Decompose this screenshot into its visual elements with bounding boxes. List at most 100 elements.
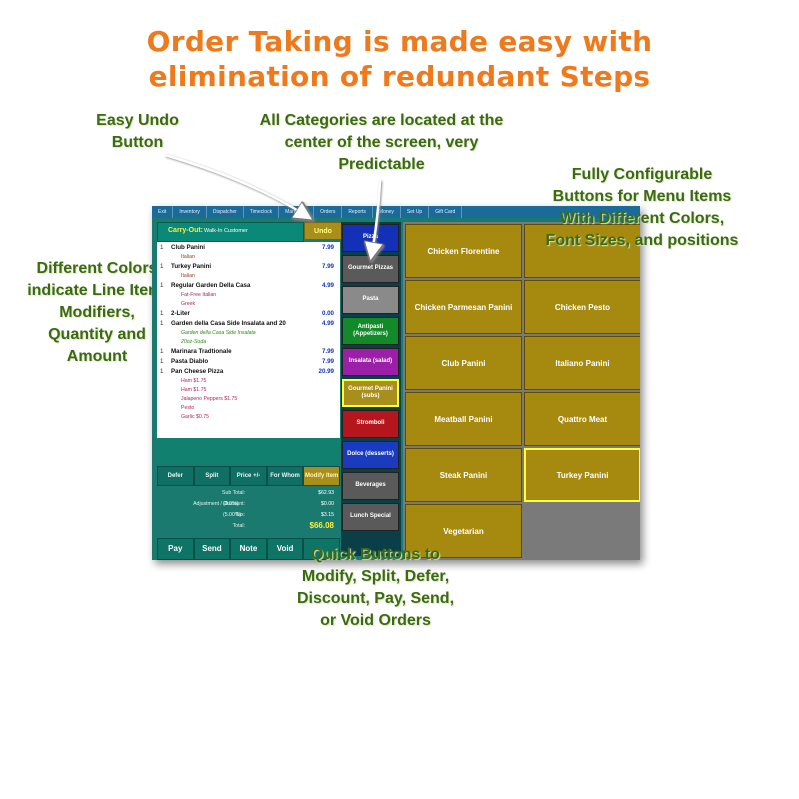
callout-categories-line: Predictable	[338, 156, 425, 173]
category-button-insalata-salad[interactable]: Insalata (salad)	[342, 348, 399, 376]
subtotal-label: Sub Total:	[222, 490, 245, 496]
total-label: Total:	[232, 523, 245, 529]
category-button-dolce-desserts[interactable]: Dolce (desserts)	[342, 441, 399, 469]
action-button-price[interactable]: Price +/-	[230, 466, 267, 486]
modifier-line[interactable]: Garlic $0.75	[181, 414, 209, 420]
menu-item-button[interactable]: Italiano Panini	[524, 336, 640, 390]
menu-item-button[interactable]	[524, 224, 640, 278]
callout-colors-line: Amount	[66, 348, 128, 365]
callout-configurable: Fully Configurable Buttons for Menu Item…	[533, 164, 751, 252]
menu-item-button[interactable]: Vegetarian	[405, 504, 522, 558]
menu-bar-item[interactable]: Timeclock	[244, 206, 280, 218]
line-name: Garden della Casa Side Insalata and 20	[171, 320, 286, 327]
tax-value: $3.15	[321, 512, 334, 518]
action-button-for-whom[interactable]: For Whom	[266, 466, 304, 486]
callout-configurable-line: Buttons for Menu Items	[552, 188, 732, 205]
bottom-bar-blank	[303, 538, 340, 560]
line-amount: 4.99	[321, 282, 334, 289]
callout-colors-line: Different Colors	[36, 260, 158, 277]
modifier-line[interactable]: Italian	[181, 254, 195, 260]
void-button[interactable]: Void	[266, 538, 304, 560]
category-button-pasta[interactable]: Pasta	[342, 286, 399, 314]
menu-bar-item[interactable]: Inventory	[173, 206, 207, 218]
menu-item-button[interactable]: Chicken Parmesan Panini	[405, 280, 522, 334]
modifier-line[interactable]: Italian	[181, 273, 195, 279]
category-button-gourmet-panini-subs[interactable]: Gourmet Panini (subs)	[342, 379, 399, 407]
note-button[interactable]: Note	[230, 538, 267, 560]
categories-arrow	[372, 179, 380, 252]
callout-configurable-line: Fully Configurable	[571, 166, 713, 183]
adjustment-label: Adjustment / Discount:	[193, 501, 245, 507]
category-button-lunch-special[interactable]: Lunch Special	[342, 503, 399, 531]
menu-bar-item[interactable]: Orders	[314, 206, 343, 218]
line-name: Club Panini	[171, 244, 206, 251]
modifier-line[interactable]: 20oz-Soda	[181, 339, 207, 345]
line-amount: 7.99	[321, 244, 334, 251]
modifier-line[interactable]: Ham $1.75	[181, 387, 207, 393]
headline: Order Taking is made easy with eliminati…	[0, 24, 799, 94]
adjustment-value: $0.00	[321, 501, 334, 507]
modifier-line[interactable]: Fat-Free Italian	[181, 292, 217, 298]
adjustment-row: Adjustment / Discount: (0.0%) $0.00	[157, 499, 340, 509]
callout-categories-line: center of the screen, very	[284, 134, 479, 151]
category-button-stromboli[interactable]: Stromboli	[342, 410, 399, 438]
line-amount: 7.99	[321, 358, 334, 365]
line-quantity: 1	[160, 358, 164, 365]
callout-quick-line: Modify, Split, Defer,	[301, 568, 450, 585]
menu-item-button[interactable]: Meatball Panini	[405, 392, 522, 446]
menu-item-button[interactable]: Quattro Meat	[524, 392, 640, 446]
action-button-defer[interactable]: Defer	[157, 466, 194, 486]
menu-item-button[interactable]: Turkey Panini	[524, 448, 640, 502]
modifier-line[interactable]: Greek	[181, 301, 196, 307]
category-button-beverages[interactable]: Beverages	[342, 472, 399, 500]
action-button-split[interactable]: Split	[193, 466, 231, 486]
menu-bar-item[interactable]: Exit	[152, 206, 174, 218]
modifier-line[interactable]: Ham $1.75	[181, 378, 207, 384]
order-line-item[interactable]: 1 Club Panini 7.99	[157, 243, 340, 253]
line-amount: 0.00	[321, 310, 334, 317]
category-button-antipasti-appetizers[interactable]: Antipasti (Appetizers)	[342, 317, 399, 345]
menu-item-button[interactable]: Steak Panini	[405, 448, 522, 502]
menu-bar-item[interactable]: Gift Card	[429, 206, 463, 218]
total-row: Total: $66.08	[157, 521, 340, 531]
menu-bar-item[interactable]: Reports	[342, 206, 373, 218]
modifier-line[interactable]: Garden della Casa Side Insalata	[181, 330, 256, 336]
menu-item-button[interactable]: Chicken Florentine	[405, 224, 522, 278]
menu-item-button[interactable]: Chicken Pesto	[524, 280, 640, 334]
pay-button[interactable]: Pay	[157, 538, 194, 560]
modifier-line[interactable]: Jalapeno Peppers $1.75	[181, 396, 238, 402]
category-button-pizza[interactable]: Pizza	[342, 224, 399, 252]
callout-categories: All Categories are located at the center…	[244, 110, 519, 176]
menu-bar-item[interactable]: Dispatcher	[207, 206, 244, 218]
customer-name: Walk-In Customer	[204, 228, 248, 234]
line-quantity: 1	[160, 368, 164, 375]
callout-quick-buttons: Quick Buttons to Modify, Split, Defer, D…	[278, 544, 473, 632]
line-quantity: 1	[160, 348, 164, 355]
send-button[interactable]: Send	[193, 538, 231, 560]
callout-colors-line: indicate Line Item,	[27, 282, 167, 299]
carry-out-label: Carry-Out:	[168, 227, 204, 234]
line-quantity: 1	[160, 320, 164, 327]
menu-bar-item[interactable]: Money	[373, 206, 401, 218]
action-button-modify-item[interactable]: Modify Item	[303, 466, 340, 486]
callout-quick-line: or Void Orders	[320, 612, 431, 629]
tax-row: Tax: (5.00%) $3.15	[157, 510, 340, 520]
line-quantity: 1	[160, 244, 164, 251]
line-name: 2-Liter	[171, 310, 190, 317]
callout-quick-line: Quick Buttons to	[311, 546, 440, 563]
adjustment-percent: (0.0%)	[223, 501, 239, 507]
modifier-line[interactable]: Pesto	[181, 405, 195, 411]
menu-bar-item[interactable]: Set Up	[401, 206, 430, 218]
menu-item-button[interactable]: Club Panini	[405, 336, 522, 390]
